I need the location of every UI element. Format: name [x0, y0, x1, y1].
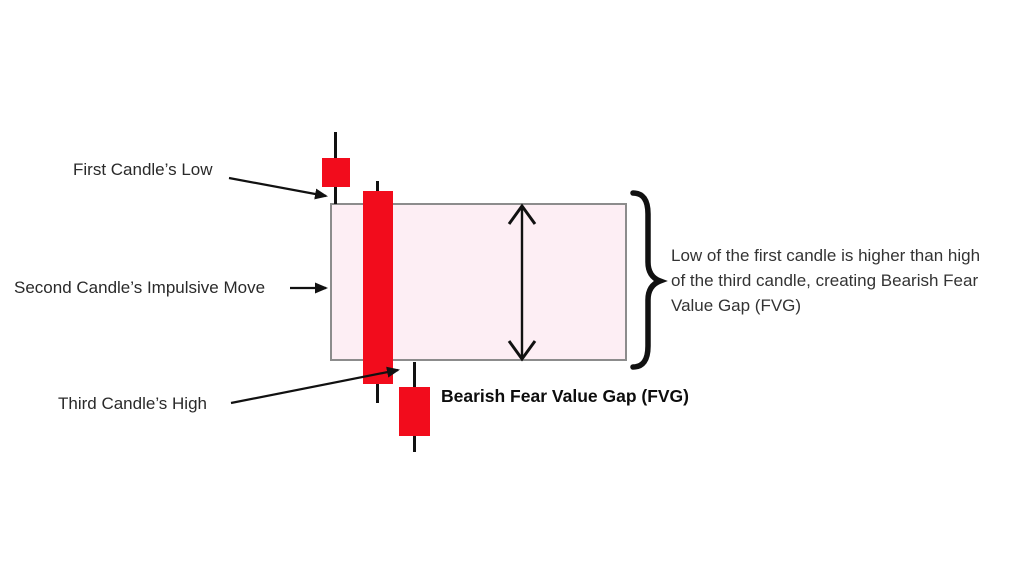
- first-candle-body: [322, 158, 350, 187]
- first-candle-upper-wick: [334, 132, 337, 158]
- second-candle-upper-wick: [376, 181, 379, 191]
- fvg-caption: Bearish Fear Value Gap (FVG): [441, 386, 689, 406]
- label-first-candle-low: First Candle’s Low: [73, 160, 213, 179]
- arrow-first-candle-low-icon: [228, 176, 328, 200]
- third-candle-upper-wick: [413, 362, 416, 387]
- brace-note: Low of the first candle is higher than h…: [671, 243, 980, 318]
- third-candle-body: [399, 387, 430, 436]
- brace-note-line-1: Low of the first candle is higher than h…: [671, 246, 981, 265]
- brace-note-line-2: of the third candle, creating Bearish Fe…: [671, 271, 979, 290]
- label-second-candle-impulsive-move: Second Candle’s Impulsive Move: [14, 278, 266, 297]
- brace-note-line-3: Value Gap (FVG): [671, 296, 802, 315]
- second-candle-lower-wick: [376, 384, 379, 403]
- label-third-candle-high: Third Candle’s High: [58, 394, 207, 413]
- third-candle-lower-wick: [413, 436, 416, 452]
- first-candle-lower-wick: [334, 187, 337, 204]
- second-candle-body: [363, 191, 393, 384]
- curly-brace-icon: [630, 190, 668, 370]
